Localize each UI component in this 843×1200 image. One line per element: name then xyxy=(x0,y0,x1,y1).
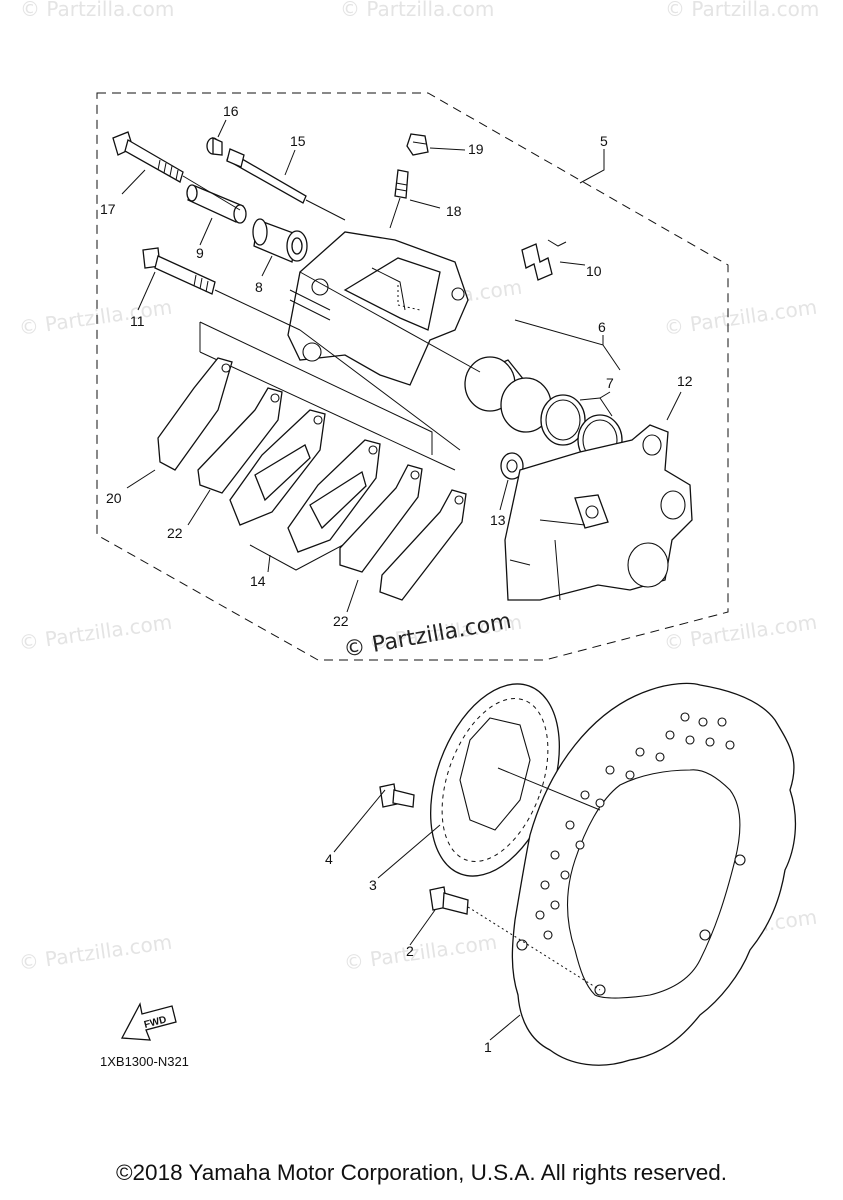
callout-7: 7 xyxy=(606,375,614,391)
callout-18: 18 xyxy=(446,203,462,219)
callout-4: 4 xyxy=(325,851,333,867)
watermark: © Partzilla.com xyxy=(17,295,173,340)
watermark: © Partzilla.com xyxy=(17,610,173,655)
part-3-sensor-rotor xyxy=(430,683,560,877)
part-12-caliper-bracket xyxy=(504,424,693,601)
watermark: © Partzilla.com xyxy=(665,0,819,21)
fwd-arrow-icon: FWD xyxy=(120,1002,177,1041)
watermark: © Partzilla.com xyxy=(20,0,174,21)
part-11-bolt xyxy=(142,247,216,295)
callout-22: 22 xyxy=(333,613,349,629)
part-16-sleeve xyxy=(206,136,223,156)
part-19-cap xyxy=(406,133,429,156)
callout-17: 17 xyxy=(100,201,116,217)
callout-6: 6 xyxy=(598,319,606,335)
callout-9: 9 xyxy=(196,245,204,261)
callout-1: 1 xyxy=(484,1039,492,1055)
part-22-shim-right xyxy=(339,464,423,573)
caliper-body xyxy=(287,231,469,386)
callout-22: 22 xyxy=(167,525,183,541)
part-18-bleed-screw xyxy=(394,169,409,199)
diagram-code: 1XB1300-N321 xyxy=(100,1054,189,1069)
alignment-lines xyxy=(182,175,481,451)
watermark: © Partzilla.com xyxy=(662,610,818,655)
callout-12: 12 xyxy=(677,373,693,389)
callout-10: 10 xyxy=(586,263,602,279)
rotor-alignment-dotted xyxy=(467,906,601,991)
part-14-pad-right xyxy=(287,439,381,553)
part-14-pad-left xyxy=(229,409,326,526)
pad-group-bracket xyxy=(199,321,456,471)
rotor-alignment-lines xyxy=(497,767,601,811)
part-13-washer xyxy=(500,452,524,480)
part-1-brake-disc xyxy=(511,682,797,1066)
watermark: © Partzilla.com xyxy=(342,930,498,975)
callout-5: 5 xyxy=(600,133,608,149)
watermark: © Partzilla.com xyxy=(662,295,818,340)
copyright-notice: ©2018 Yamaha Motor Corporation, U.S.A. A… xyxy=(115,1160,728,1185)
callout-numbers: 1 2 3 4 5 6 7 8 9 10 11 12 13 14 15 16 1… xyxy=(100,103,693,1055)
watermark: © Partzilla.com xyxy=(17,930,173,975)
part-10-pad-spring xyxy=(521,239,567,281)
callout-3: 3 xyxy=(369,877,377,893)
part-22-shim-left xyxy=(197,387,283,494)
part-17-bolt xyxy=(112,131,184,183)
part-4-bolt xyxy=(379,783,415,808)
callout-19: 19 xyxy=(468,141,484,157)
callout-8: 8 xyxy=(255,279,263,295)
caliper-assembly-boundary xyxy=(96,92,729,661)
part-15-pin xyxy=(226,148,307,204)
leader-lines xyxy=(121,119,682,1041)
callout-11: 11 xyxy=(130,313,145,329)
part-6-piston xyxy=(464,356,552,433)
part-8-boot xyxy=(252,218,308,263)
part-2-bolt xyxy=(429,886,469,915)
callout-20: 20 xyxy=(106,490,122,506)
part-21-plate xyxy=(379,489,467,601)
callout-2: 2 xyxy=(406,943,414,959)
partzilla-watermark: © Partzilla.com xyxy=(342,609,514,663)
callout-15: 15 xyxy=(290,133,306,149)
callout-16: 16 xyxy=(223,103,239,119)
part-20-shim xyxy=(157,357,233,471)
watermark: © Partzilla.com xyxy=(340,0,494,21)
part-9-sleeve xyxy=(186,184,247,224)
callout-14: 14 xyxy=(250,573,266,589)
callout-13: 13 xyxy=(490,512,506,528)
